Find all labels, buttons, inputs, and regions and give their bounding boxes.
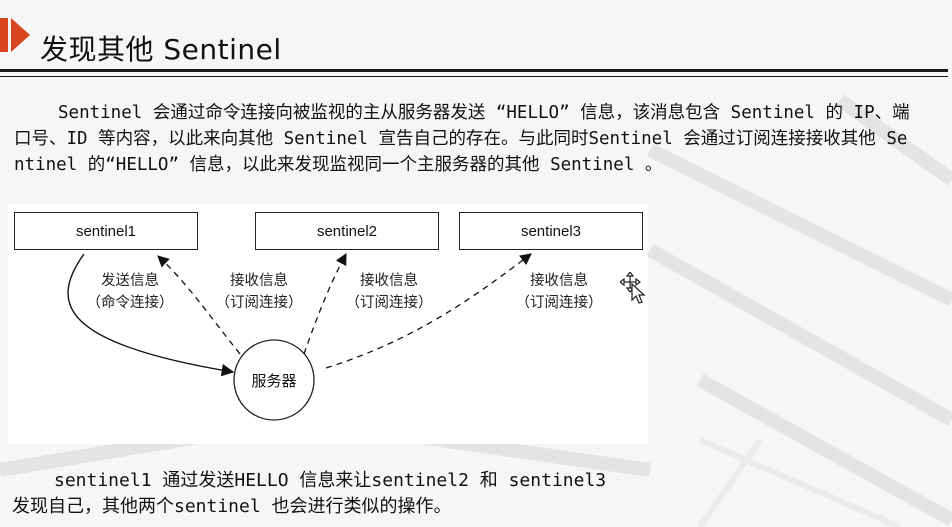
edge-label-recv-1-line2: （订阅连接） bbox=[215, 295, 303, 311]
node-sentinel2: sentinel2 bbox=[255, 212, 439, 250]
node-sentinel1-label: sentinel1 bbox=[75, 222, 137, 240]
summary-line-2: 发现自己，其他两个sentinel 也会进行类似的操作。 bbox=[12, 496, 452, 517]
node-sentinel3-label: sentinel3 bbox=[520, 222, 582, 240]
title-marker-icon bbox=[0, 18, 30, 52]
edge-label-recv-1: 接收信息 （订阅连接） bbox=[204, 270, 314, 314]
edge-label-recv-1-line1: 接收信息 bbox=[230, 273, 288, 289]
edge-label-recv-2-line1: 接收信息 bbox=[360, 273, 418, 289]
diagram-connections bbox=[67, 252, 532, 421]
title-rule-thin bbox=[0, 76, 948, 77]
edge-send bbox=[67, 253, 235, 377]
summary-paragraph: sentinel1 通过发送HELLO 信息来让sentinel2 和 sent… bbox=[12, 468, 942, 520]
edge-recv-3 bbox=[325, 253, 532, 369]
move-cursor-icon bbox=[620, 272, 646, 304]
edge-label-recv-3-line2: （订阅连接） bbox=[515, 295, 603, 311]
diagram-panel: sentinel1 sentinel2 sentinel3 发送信息 （命令连接… bbox=[8, 204, 648, 444]
edge-label-send-line1: 发送信息 bbox=[101, 273, 159, 289]
server-circle bbox=[233, 339, 315, 421]
edge-label-send: 发送信息 （命令连接） bbox=[80, 270, 180, 314]
node-sentinel2-label: sentinel2 bbox=[316, 222, 378, 240]
edge-label-recv-2-line2: （订阅连接） bbox=[345, 295, 433, 311]
server-label: 服务器 bbox=[251, 372, 297, 390]
edge-recv-1 bbox=[157, 255, 241, 355]
edge-label-recv-2: 接收信息 （订阅连接） bbox=[334, 270, 444, 314]
title-rule-thick bbox=[0, 69, 948, 72]
node-sentinel1: sentinel1 bbox=[14, 212, 198, 250]
intro-paragraph: Sentinel 会通过命令连接向被监视的主从服务器发送 “HELLO” 信息，… bbox=[14, 103, 910, 175]
page-title: 发现其他 Sentinel bbox=[40, 33, 282, 66]
edge-label-send-line2: （命令连接） bbox=[86, 295, 174, 311]
summary-line-1: sentinel1 通过发送HELLO 信息来让sentinel2 和 sent… bbox=[54, 470, 607, 491]
node-sentinel3: sentinel3 bbox=[459, 212, 643, 250]
edge-label-recv-3: 接收信息 （订阅连接） bbox=[504, 270, 614, 314]
edge-label-recv-3-line1: 接收信息 bbox=[530, 273, 588, 289]
edge-recv-2 bbox=[303, 252, 347, 355]
